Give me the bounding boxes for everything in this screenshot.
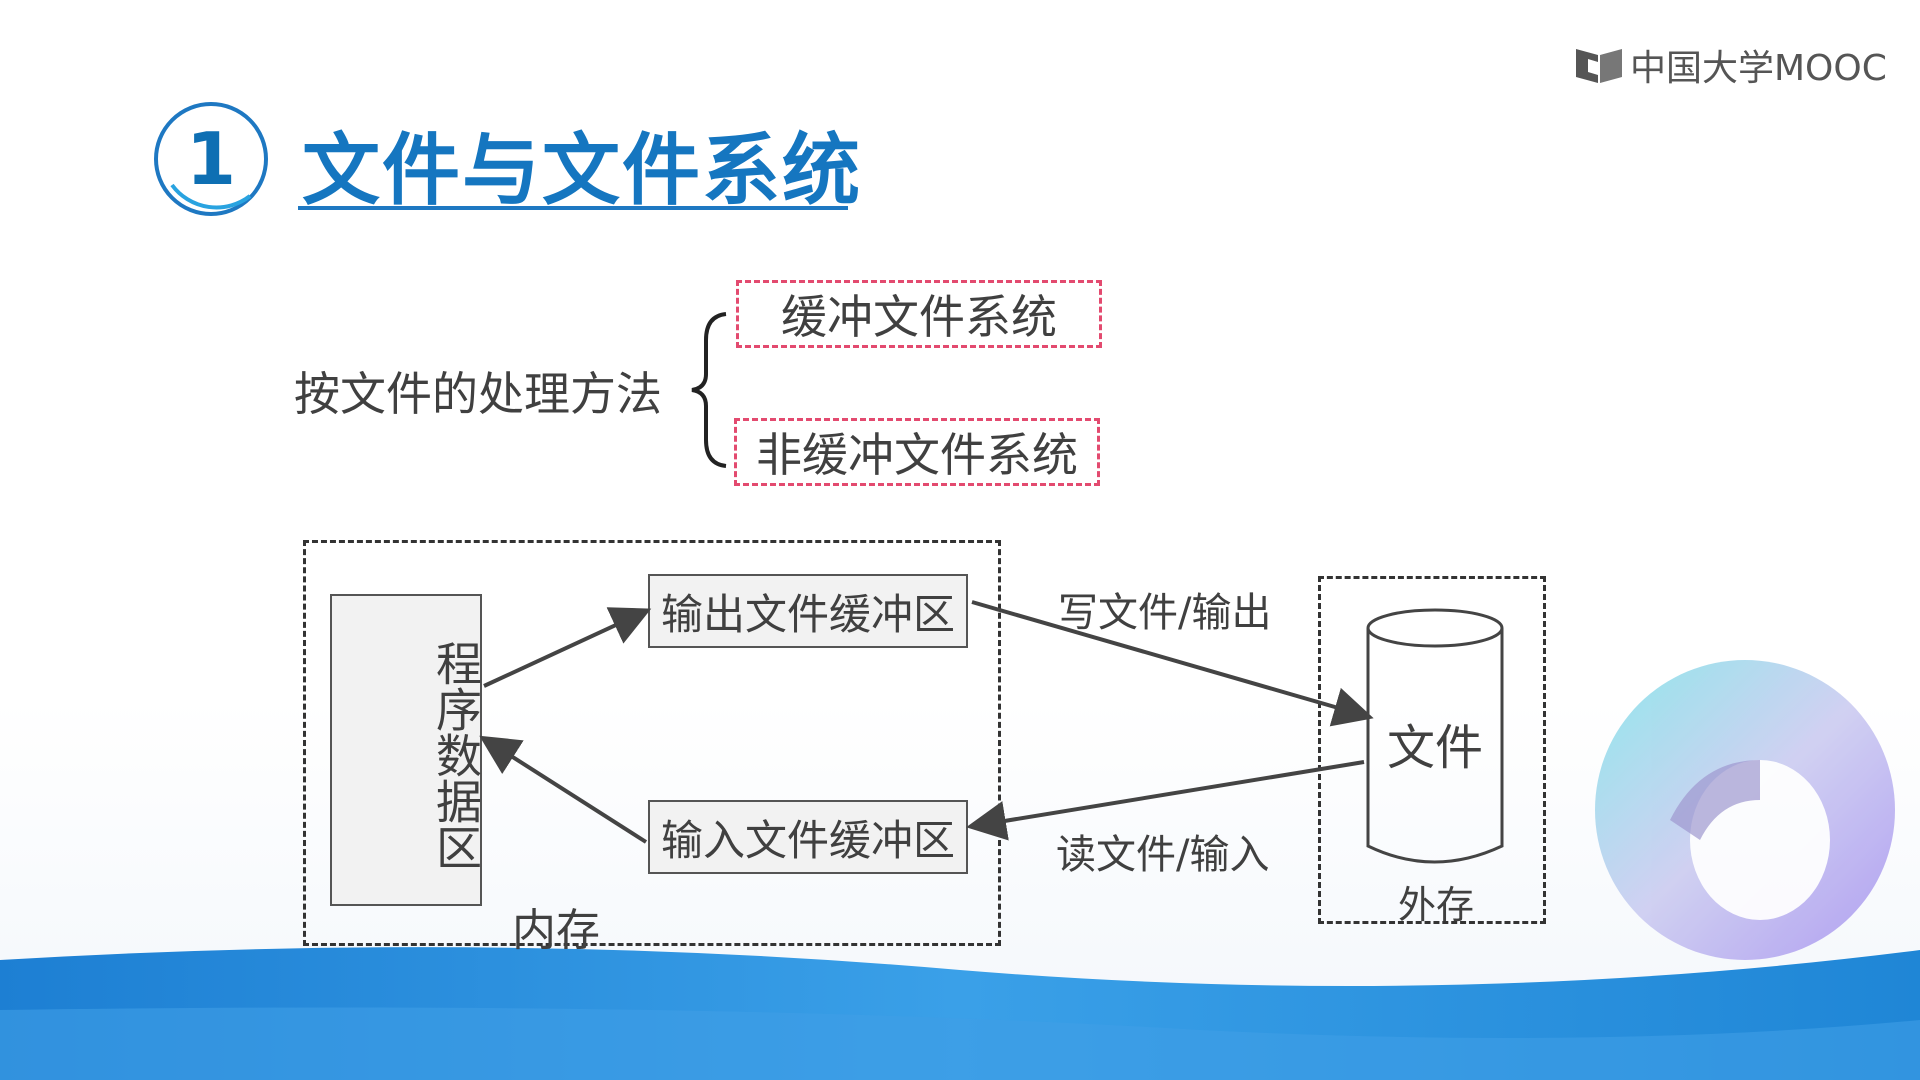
external-storage-label: 外存 — [1398, 883, 1475, 927]
output-buffer-box: 输出文件缓冲区 — [648, 574, 968, 648]
file-label: 文件 — [1386, 720, 1483, 776]
unbuffered-fs-box: 非缓冲文件系统 — [734, 418, 1100, 486]
input-buffer-box: 输入文件缓冲区 — [648, 800, 968, 874]
curly-brace — [691, 312, 727, 468]
memory-label: 内存 — [512, 905, 600, 956]
memory-region — [303, 540, 1001, 946]
read-input-label: 读文件/输入 — [1056, 832, 1270, 878]
classification-label: 按文件的处理方法 — [294, 367, 662, 421]
logo-text: 中国大学MOOC — [1630, 48, 1887, 89]
title-underline — [298, 206, 848, 210]
external-storage-region — [1318, 576, 1546, 924]
mooc-logo: 中国大学MOOC — [1574, 44, 1887, 89]
program-data-label: 程序数据区 — [429, 640, 483, 870]
title-number: 1 — [185, 117, 237, 201]
program-data-box — [330, 594, 482, 906]
buffered-fs-box: 缓冲文件系统 — [736, 280, 1102, 348]
page-title: 文件与文件系统 — [302, 126, 863, 216]
write-output-label: 写文件/输出 — [1058, 590, 1272, 636]
book-icon — [1576, 49, 1622, 83]
title-number-circle — [154, 102, 268, 216]
